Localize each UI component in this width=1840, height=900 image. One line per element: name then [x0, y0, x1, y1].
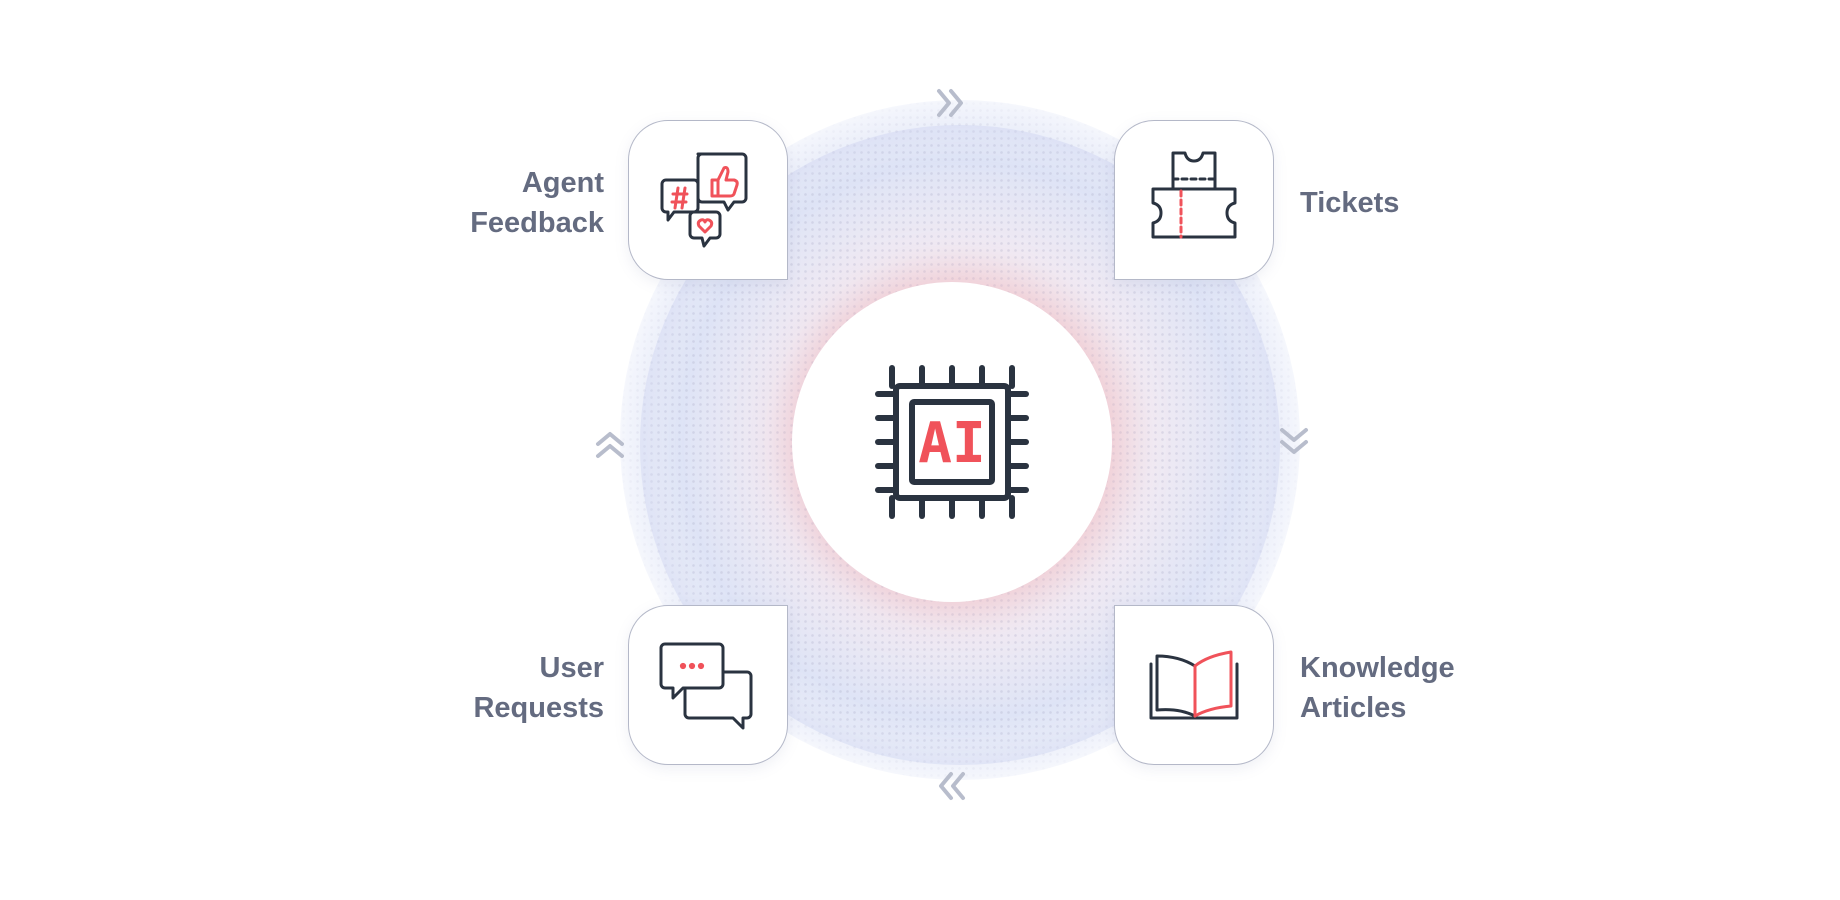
center-ai-circle: AI: [792, 282, 1112, 602]
open-book-icon: [1149, 650, 1239, 720]
user-requests-line1: User: [539, 652, 605, 684]
agent-feedback-line2: Feedback: [470, 207, 604, 239]
ai-chip-icon: AI: [875, 365, 1029, 519]
agent-feedback-card[interactable]: [628, 120, 788, 280]
double-chevron-down-icon: [1280, 428, 1308, 454]
double-chevron-up-icon: [596, 432, 624, 458]
chat-bubbles-icon: [659, 642, 753, 730]
knowledge-articles-line2: Articles: [1300, 692, 1407, 724]
user-requests-card[interactable]: [628, 605, 788, 765]
knowledge-articles-line1: Knowledge: [1300, 652, 1455, 684]
agent-feedback-label: Agent Feedback: [420, 163, 604, 243]
agent-feedback-line1: Agent: [521, 167, 604, 199]
ticket-icon: [1151, 151, 1237, 239]
tickets-card[interactable]: [1114, 120, 1274, 280]
knowledge-articles-card[interactable]: [1114, 605, 1274, 765]
feedback-chat-icon: [660, 152, 748, 248]
ai-chip-label: AI: [918, 411, 985, 476]
double-chevron-right-icon: [937, 89, 963, 117]
double-chevron-left-icon: [939, 772, 965, 800]
tickets-label: Tickets: [1300, 183, 1399, 223]
user-requests-label: User Requests: [420, 648, 604, 728]
tickets-label-text: Tickets: [1300, 187, 1400, 219]
knowledge-articles-label: Knowledge Articles: [1300, 648, 1455, 728]
user-requests-line2: Requests: [473, 692, 604, 724]
